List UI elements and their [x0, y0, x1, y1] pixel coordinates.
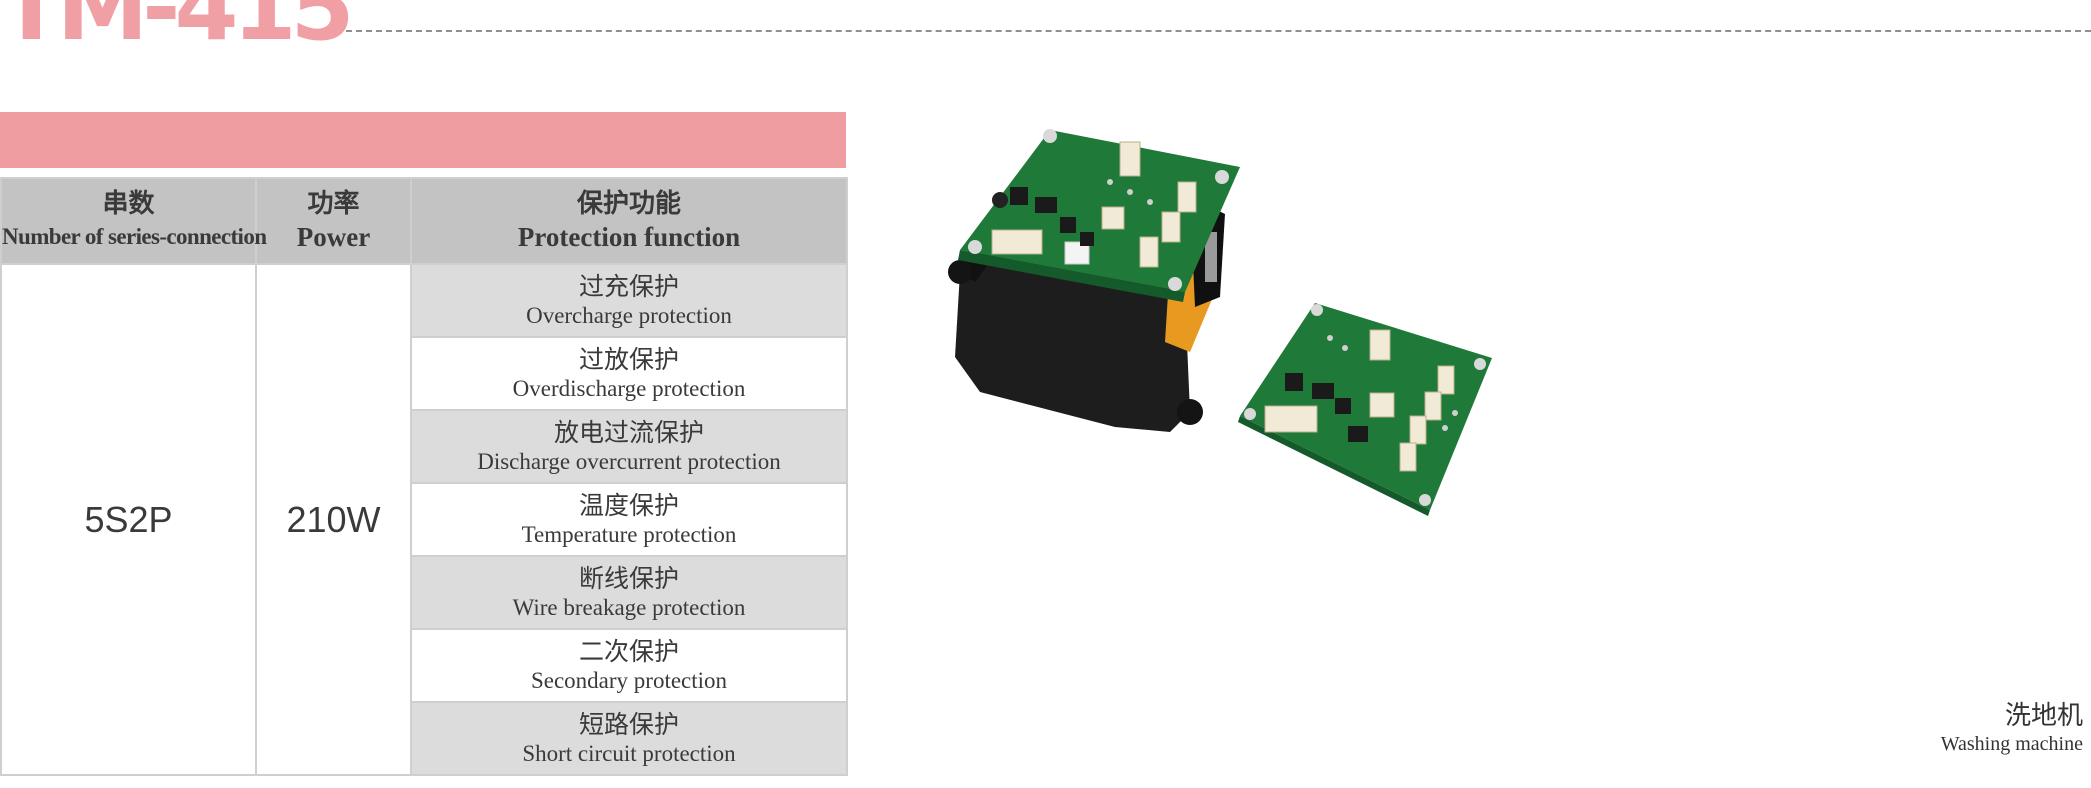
protection-cell: 二次保护 Secondary protection [410, 628, 848, 703]
battery-pack-image [948, 129, 1240, 432]
spec-table: 串数 Number of series-connection 功率 Power … [0, 177, 848, 776]
protection-en: Temperature protection [521, 521, 737, 547]
protection-cell: 放电过流保护 Discharge overcurrent protection [410, 409, 848, 484]
protection-en: Secondary protection [530, 667, 728, 693]
page-title: TM-415 [0, 0, 355, 61]
product-caption: 洗地机 Washing machine [1941, 700, 2083, 756]
header-protection-zh: 保护功能 [576, 189, 681, 219]
protection-en: Short circuit protection [522, 740, 736, 766]
protection-en: Wire breakage protection [512, 594, 746, 620]
table-row: 放电过流保护 Discharge overcurrent protection [1, 409, 848, 484]
header-power-en: Power [296, 222, 371, 252]
header-power-zh: 功率 [307, 189, 360, 219]
protection-zh: 过放保护 [578, 344, 679, 374]
table-row: 断线保护 Wire breakage protection [1, 555, 848, 630]
caption-en: Washing machine [1940, 733, 2083, 755]
table-row: 5S2P 210W 过充保护 Overcharge protection [0, 263, 848, 776]
protection-zh: 断线保护 [578, 563, 679, 593]
header-protection: 保护功能 Protection function [410, 177, 848, 265]
table-header-row: 串数 Number of series-connection 功率 Power … [0, 177, 848, 265]
table-row: 短路保护 Short circuit protection [1, 701, 848, 776]
header-series-zh: 串数 [102, 189, 155, 219]
header-band [0, 112, 846, 168]
caption-zh: 洗地机 [2004, 701, 2083, 731]
protection-cell: 温度保护 Temperature protection [410, 482, 848, 557]
protection-en: Overdischarge protection [512, 375, 746, 401]
protection-zh: 放电过流保护 [553, 417, 704, 447]
protection-en: Discharge overcurrent protection [477, 448, 781, 474]
table-row: 过放保护 Overdischarge protection [1, 336, 848, 411]
protection-cell: 过放保护 Overdischarge protection [410, 336, 848, 411]
pcb-board-image [1238, 303, 1492, 516]
series-value: 5S2P [0, 263, 257, 776]
table-row: 二次保护 Secondary protection [1, 628, 848, 703]
protection-zh: 短路保护 [578, 709, 679, 739]
header-protection-en: Protection function [517, 222, 741, 252]
protection-zh: 温度保护 [578, 490, 679, 520]
table-row: 温度保护 Temperature protection [1, 482, 848, 557]
protection-en: Overcharge protection [526, 302, 732, 328]
header-power: 功率 Power [255, 177, 412, 265]
protection-zh: 二次保护 [578, 636, 679, 666]
power-value: 210W [255, 263, 412, 776]
protection-cell: 断线保护 Wire breakage protection [410, 555, 848, 630]
protection-cell: 短路保护 Short circuit protection [410, 701, 848, 776]
header-series: 串数 Number of series-connection [0, 177, 267, 265]
header-series-en: Number of series-connection [2, 224, 267, 249]
dashed-divider [346, 30, 2091, 32]
protection-zh: 过充保护 [578, 271, 679, 301]
protection-cell: 过充保护 Overcharge protection [410, 263, 848, 338]
